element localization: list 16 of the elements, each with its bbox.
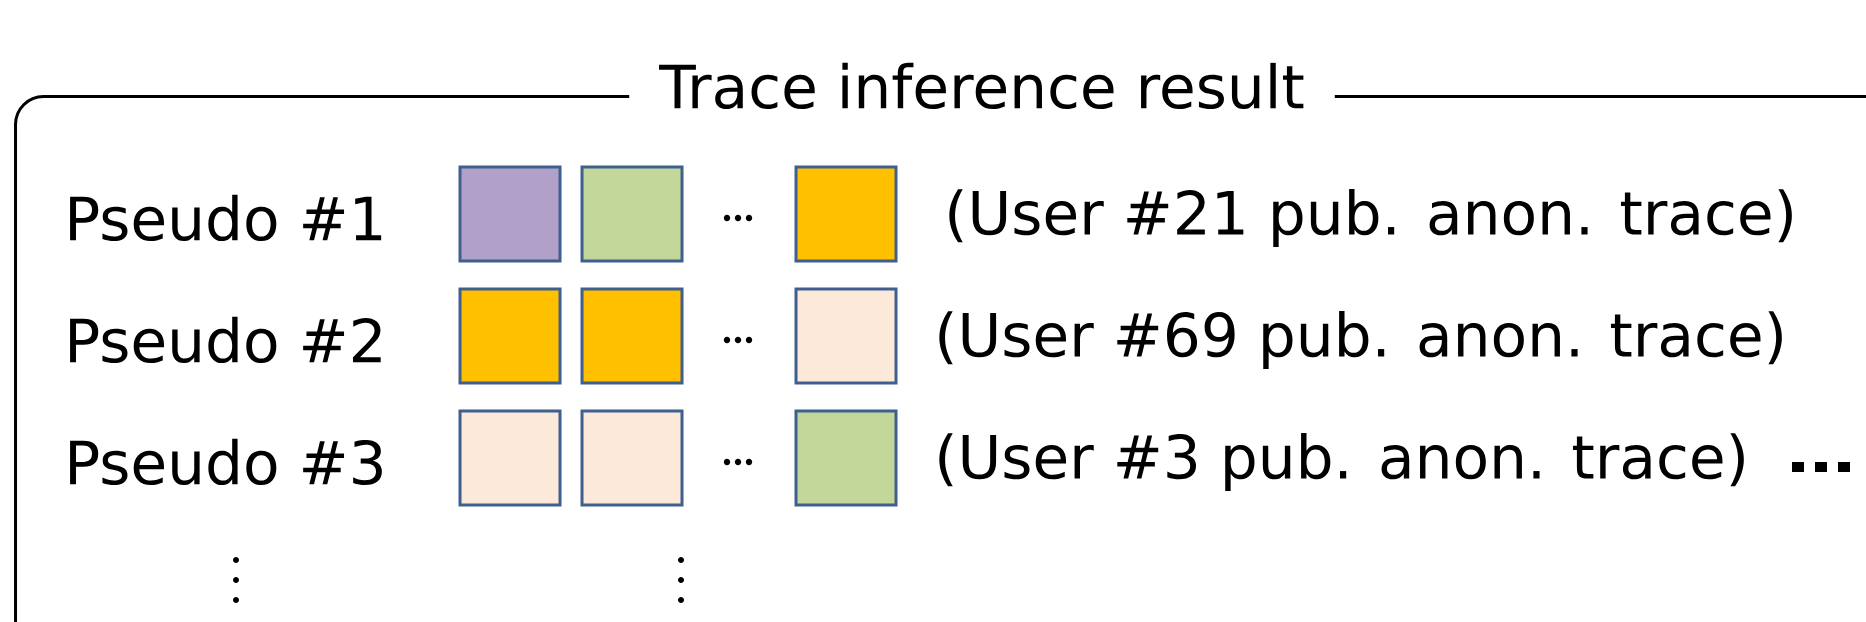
color-square — [580, 409, 684, 507]
color-square — [580, 165, 684, 263]
color-square — [458, 409, 562, 507]
row-label: Pseudo #3 — [70, 438, 382, 486]
row-label: Pseudo #2 — [70, 316, 381, 364]
frame-title: Trace inference result — [629, 60, 1335, 112]
trace-label: (User #69 pub. anon. trace) — [939, 311, 1782, 369]
color-square — [580, 287, 684, 385]
color-square — [794, 287, 898, 385]
color-square — [794, 165, 898, 263]
trace-label: (User #21 pub. anon. trace) — [949, 189, 1792, 247]
color-square — [458, 165, 562, 263]
row-label: Pseudo #1 — [70, 194, 382, 242]
trace-label: (User #3 pub. anon. trace) — [939, 433, 1744, 491]
color-square — [794, 409, 898, 507]
color-square — [458, 287, 562, 385]
